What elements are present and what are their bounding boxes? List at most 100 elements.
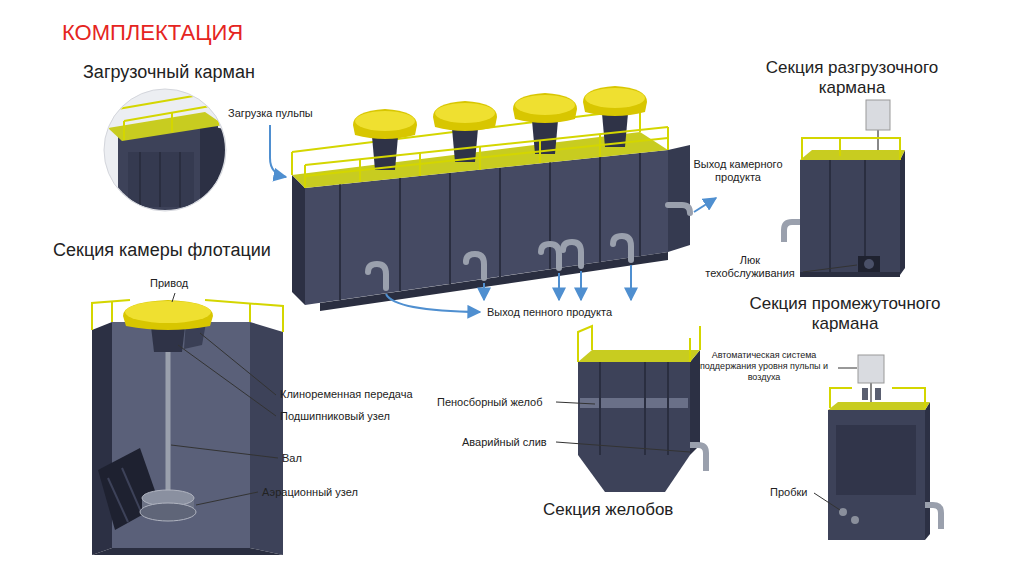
page-title: КОМПЛЕКТАЦИЯ xyxy=(62,20,243,46)
discharge-pocket-section xyxy=(864,259,874,269)
drain-pipe xyxy=(690,445,706,471)
railing xyxy=(305,127,668,188)
part-label: Привод xyxy=(150,277,188,290)
flotation-machine xyxy=(668,145,690,252)
outlet-pipe xyxy=(613,236,631,260)
outlet-pipe xyxy=(466,254,484,278)
part-label: Клиноременная передача xyxy=(280,388,413,401)
intermediate-pocket-section xyxy=(836,425,916,495)
flow-arrow xyxy=(630,265,632,300)
discharge-pocket-section xyxy=(866,100,890,130)
flow-label: Выход камерного продукта xyxy=(686,158,790,184)
wall-rib xyxy=(339,184,341,300)
flotation-cell-section xyxy=(122,468,142,514)
wall-rib xyxy=(549,162,551,269)
discharge-pocket-section xyxy=(800,150,905,160)
flow-arrow xyxy=(558,273,560,300)
intermediate-pocket-section xyxy=(851,516,859,524)
part-label: Вал xyxy=(282,452,302,465)
wall-rib xyxy=(644,362,646,455)
flow-arrow xyxy=(694,198,716,212)
intermediate-pocket-section xyxy=(828,410,925,540)
part-label: Подшипниковый узел xyxy=(280,410,390,423)
intermediate-pocket-section xyxy=(925,505,941,529)
flow-arrow xyxy=(483,283,485,300)
loading-pocket-inset xyxy=(108,112,224,141)
leader-line xyxy=(814,493,840,510)
railing xyxy=(359,159,361,182)
flow-arrow xyxy=(270,125,286,177)
flotation-cell-section xyxy=(92,548,283,555)
trough-section xyxy=(580,398,688,408)
leader-line xyxy=(803,265,857,272)
flotation-machine xyxy=(292,175,305,305)
trough-section xyxy=(578,350,700,362)
section-heading: Загрузочный карман xyxy=(83,62,255,84)
intermediate-pocket-section xyxy=(870,383,872,402)
label-holder: Подшипниковый узел xyxy=(280,410,390,423)
wall-rib xyxy=(399,178,401,291)
intermediate-pocket-section xyxy=(828,402,930,410)
label-holder: Пеносборный желоб xyxy=(437,396,543,409)
label-holder: Аэрационный узел xyxy=(262,486,358,499)
loading-pocket-inset xyxy=(217,105,219,124)
discharge-pocket-section xyxy=(784,222,800,242)
flow-label: Загрузка пульпы xyxy=(228,107,313,120)
label-holder: Выход камерного продукта xyxy=(686,158,790,184)
part-label: Пеносборный желоб xyxy=(437,396,543,409)
wall-rib xyxy=(667,362,669,455)
leader-line xyxy=(196,492,258,505)
flotation-cell-section xyxy=(108,478,128,522)
railing xyxy=(111,301,113,322)
discharge-pocket-section xyxy=(900,150,905,275)
flow-arrow xyxy=(270,125,716,312)
label-holder: Секция желобов xyxy=(543,500,673,520)
loading-pocket-inset xyxy=(159,152,161,207)
label-holder: Вал xyxy=(282,452,302,465)
leader-line xyxy=(556,442,690,452)
railing xyxy=(92,300,283,332)
drive-unit xyxy=(583,86,647,147)
railing xyxy=(667,127,669,150)
section-heading: Секция разгрузочного кармана xyxy=(752,58,952,99)
discharge-pocket-section xyxy=(800,160,900,275)
leader-line xyxy=(556,402,595,404)
leader-line xyxy=(200,333,276,395)
section-heading: Секция камеры флотации xyxy=(53,240,271,262)
intermediate-pocket-section xyxy=(858,355,884,383)
discharge-pocket-section xyxy=(784,100,905,277)
flotation-machine xyxy=(320,252,668,311)
label-holder: Автоматическая система поддержания уровн… xyxy=(694,350,834,382)
railing xyxy=(205,300,283,332)
railing xyxy=(830,388,852,408)
railing xyxy=(578,326,700,362)
part-label: Пробки xyxy=(770,486,807,499)
outlet-pipe xyxy=(668,205,690,213)
part-label: Аварийный слив xyxy=(462,436,547,449)
discharge-pocket-section xyxy=(877,130,879,150)
railing xyxy=(839,138,841,156)
railing xyxy=(599,134,601,157)
wall-rib xyxy=(639,153,641,256)
wall-rib xyxy=(599,157,601,262)
drive-cap xyxy=(123,300,213,330)
drive-cap xyxy=(123,300,213,330)
part-label: Аэрационный узел xyxy=(262,486,358,499)
label-holder: Секция камеры флотации xyxy=(53,240,271,262)
label-holder: Секция разгрузочного кармана xyxy=(752,58,952,99)
loading-pocket-inset xyxy=(179,152,181,207)
intermediate-pocket-section xyxy=(839,508,847,516)
flotation-cell-section xyxy=(92,322,112,555)
loading-pocket-inset xyxy=(139,152,141,207)
part-label: Люк техобслуживания xyxy=(700,254,800,280)
railing xyxy=(249,303,251,322)
flotation-cell-section xyxy=(140,503,196,521)
trough-section xyxy=(690,350,700,455)
flow-arrow xyxy=(580,271,582,300)
railing xyxy=(479,147,481,170)
outlet-pipe xyxy=(368,205,690,288)
wall-rib xyxy=(829,160,831,275)
loading-pocket-inset xyxy=(104,89,228,220)
outlet-pipe xyxy=(563,242,581,266)
flotation-machine xyxy=(292,86,690,311)
